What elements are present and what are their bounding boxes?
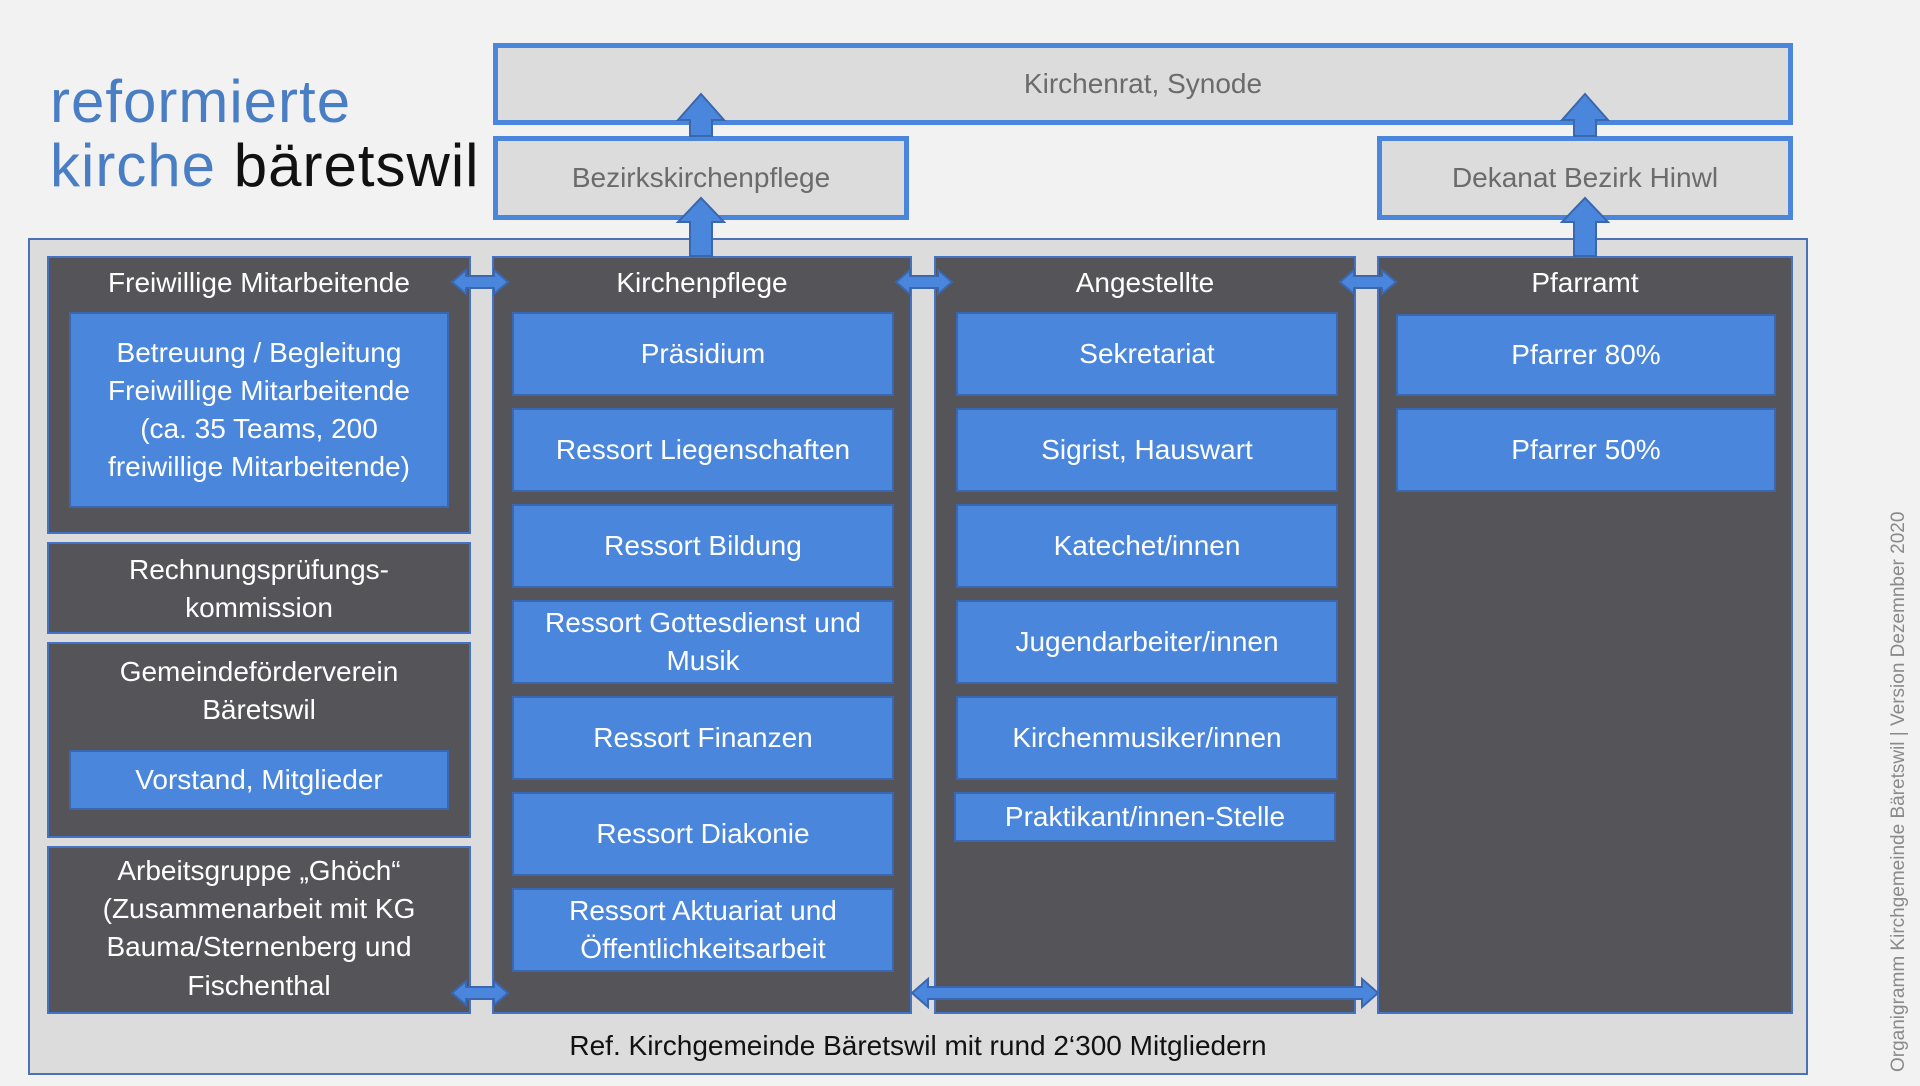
- kirchenpflege-item-label: Ressort Aktuariat und Öffentlichkeitsarb…: [569, 895, 837, 964]
- pfarramt-item-label: Pfarrer 50%: [1511, 434, 1661, 465]
- up-arrow-icon: [675, 196, 727, 257]
- ghoech-line: Fischenthal: [187, 970, 331, 1001]
- double-arrow-icon: [894, 267, 954, 297]
- pfarramt-item: Pfarrer 50%: [1396, 408, 1776, 492]
- kirchenpflege-item-label: Ressort Liegenschaften: [555, 434, 851, 465]
- up-arrow-icon: [1559, 92, 1611, 137]
- kirchgemeinde-footer: Ref. Kirchgemeinde Bäretswil mit rund 2‘…: [569, 1030, 1267, 1061]
- dekanat-box: Dekanat Bezirk Hinwl: [1377, 136, 1793, 220]
- betreuung-line: Freiwillige Mitarbeitende: [108, 375, 410, 406]
- gemeindefoerderverein-line: Gemeindeförderverein: [119, 656, 399, 687]
- logo-line-1: reformierte: [50, 68, 352, 135]
- vorstand-card: Vorstand, Mitglieder: [69, 750, 449, 810]
- kirchenpflege-item-label: Präsidium: [640, 338, 766, 369]
- kirchenpflege-item: Ressort Aktuariat und Öffentlichkeitsarb…: [512, 888, 894, 972]
- kirchenpflege-title: Kirchenpflege: [616, 267, 788, 298]
- betreuung-card: Betreuung / Begleitung Freiwillige Mitar…: [69, 312, 449, 508]
- kirchenrat-label: Kirchenrat, Synode: [1023, 68, 1263, 99]
- rechnungspruefung-line: Rechnungsprüfungs-: [129, 554, 389, 585]
- dekanat-label: Dekanat Bezirk Hinwl: [1451, 162, 1719, 193]
- logo-word-kirche: kirche: [50, 132, 217, 199]
- double-arrow-icon: [910, 976, 1380, 1010]
- kirchenpflege-item: Ressort Gottesdienst und Musik: [512, 600, 894, 684]
- logo-line-2: kirche bäretswil: [50, 136, 479, 196]
- vorstand-label: Vorstand, Mitglieder: [135, 764, 383, 795]
- kirchenpflege-item: Ressort Liegenschaften: [512, 408, 894, 492]
- kirchenpflege-item-label: Ressort Bildung: [604, 530, 802, 561]
- betreuung-line: (ca. 35 Teams, 200: [140, 413, 378, 444]
- gemeindefoerderverein-line: Bäretswil: [202, 694, 316, 725]
- angestellte-item-label: Praktikant/innen-Stelle: [1004, 801, 1286, 832]
- pfarramt-item-label: Pfarrer 80%: [1511, 339, 1661, 370]
- freiwillige-column: Freiwillige Mitarbeitende Betreuung / Be…: [47, 256, 471, 534]
- pfarramt-item: Pfarrer 80%: [1396, 314, 1776, 396]
- ghoech-line: (Zusammenarbeit mit KG: [102, 893, 416, 924]
- double-arrow-icon: [450, 978, 510, 1008]
- double-arrow-icon: [1338, 267, 1398, 297]
- kirchenpflege-item-label: Ressort Finanzen: [593, 722, 813, 753]
- angestellte-item: Katechet/innen: [956, 504, 1338, 588]
- kirchenpflege-item-label: Ressort Diakonie: [596, 818, 810, 849]
- logo-word-baeretswil: bäretswil: [233, 132, 480, 199]
- kirchenpflege-item: Ressort Finanzen: [512, 696, 894, 780]
- pfarramt-column: Pfarramt Pfarrer 80% Pfarrer 50%: [1377, 256, 1793, 1014]
- ghoech-line: Bauma/Sternenberg und: [106, 931, 412, 962]
- angestellte-title: Angestellte: [1075, 267, 1215, 298]
- kirchenpflege-item: Ressort Diakonie: [512, 792, 894, 876]
- angestellte-item-label: Katechet/innen: [1053, 530, 1241, 561]
- betreuung-line: freiwillige Mitarbeitende): [108, 451, 410, 482]
- angestellte-item-label: Sekretariat: [1079, 338, 1215, 369]
- gemeindefoerderverein-box: Gemeindeförderverein Bäretswil Vorstand,…: [47, 642, 471, 838]
- arbeitsgruppe-ghoech-box: Arbeitsgruppe „Ghöch“ (Zusammenarbeit mi…: [47, 846, 471, 1014]
- up-arrow-icon: [675, 92, 727, 137]
- kirchenpflege-item: Präsidium: [512, 312, 894, 396]
- kirchenpflege-item-label: Ressort Gottesdienst und Musik: [545, 607, 861, 676]
- ghoech-line: Arbeitsgruppe „Ghöch“: [117, 855, 401, 886]
- betreuung-line: Betreuung / Begleitung: [116, 337, 402, 368]
- pfarramt-title: Pfarramt: [1531, 267, 1639, 298]
- rechnungspruefung-line: kommission: [185, 592, 333, 623]
- angestellte-item: Sekretariat: [956, 312, 1338, 396]
- version-note: Organigramm Kirchgemeinde Bäretswil | Ve…: [1888, 511, 1909, 1072]
- angestellte-item: Kirchenmusiker/innen: [956, 696, 1338, 780]
- double-arrow-icon: [450, 267, 510, 297]
- angestellte-column: Angestellte Sekretariat Sigrist, Hauswar…: [934, 256, 1356, 1014]
- up-arrow-icon: [1559, 196, 1611, 257]
- angestellte-item: Praktikant/innen-Stelle: [954, 792, 1336, 842]
- kirchenpflege-item: Ressort Bildung: [512, 504, 894, 588]
- rechnungspruefung-box: Rechnungsprüfungs- kommission: [47, 542, 471, 634]
- angestellte-item-label: Jugendarbeiter/innen: [1015, 626, 1279, 657]
- angestellte-item: Jugendarbeiter/innen: [956, 600, 1338, 684]
- angestellte-item-label: Sigrist, Hauswart: [1041, 434, 1253, 465]
- bezirkskirchenpflege-label: Bezirkskirchenpflege: [571, 162, 831, 193]
- angestellte-item-label: Kirchenmusiker/innen: [1012, 722, 1282, 753]
- angestellte-item: Sigrist, Hauswart: [956, 408, 1338, 492]
- freiwillige-title: Freiwillige Mitarbeitende: [108, 267, 410, 298]
- kirchenpflege-column: Kirchenpflege Präsidium Ressort Liegensc…: [492, 256, 912, 1014]
